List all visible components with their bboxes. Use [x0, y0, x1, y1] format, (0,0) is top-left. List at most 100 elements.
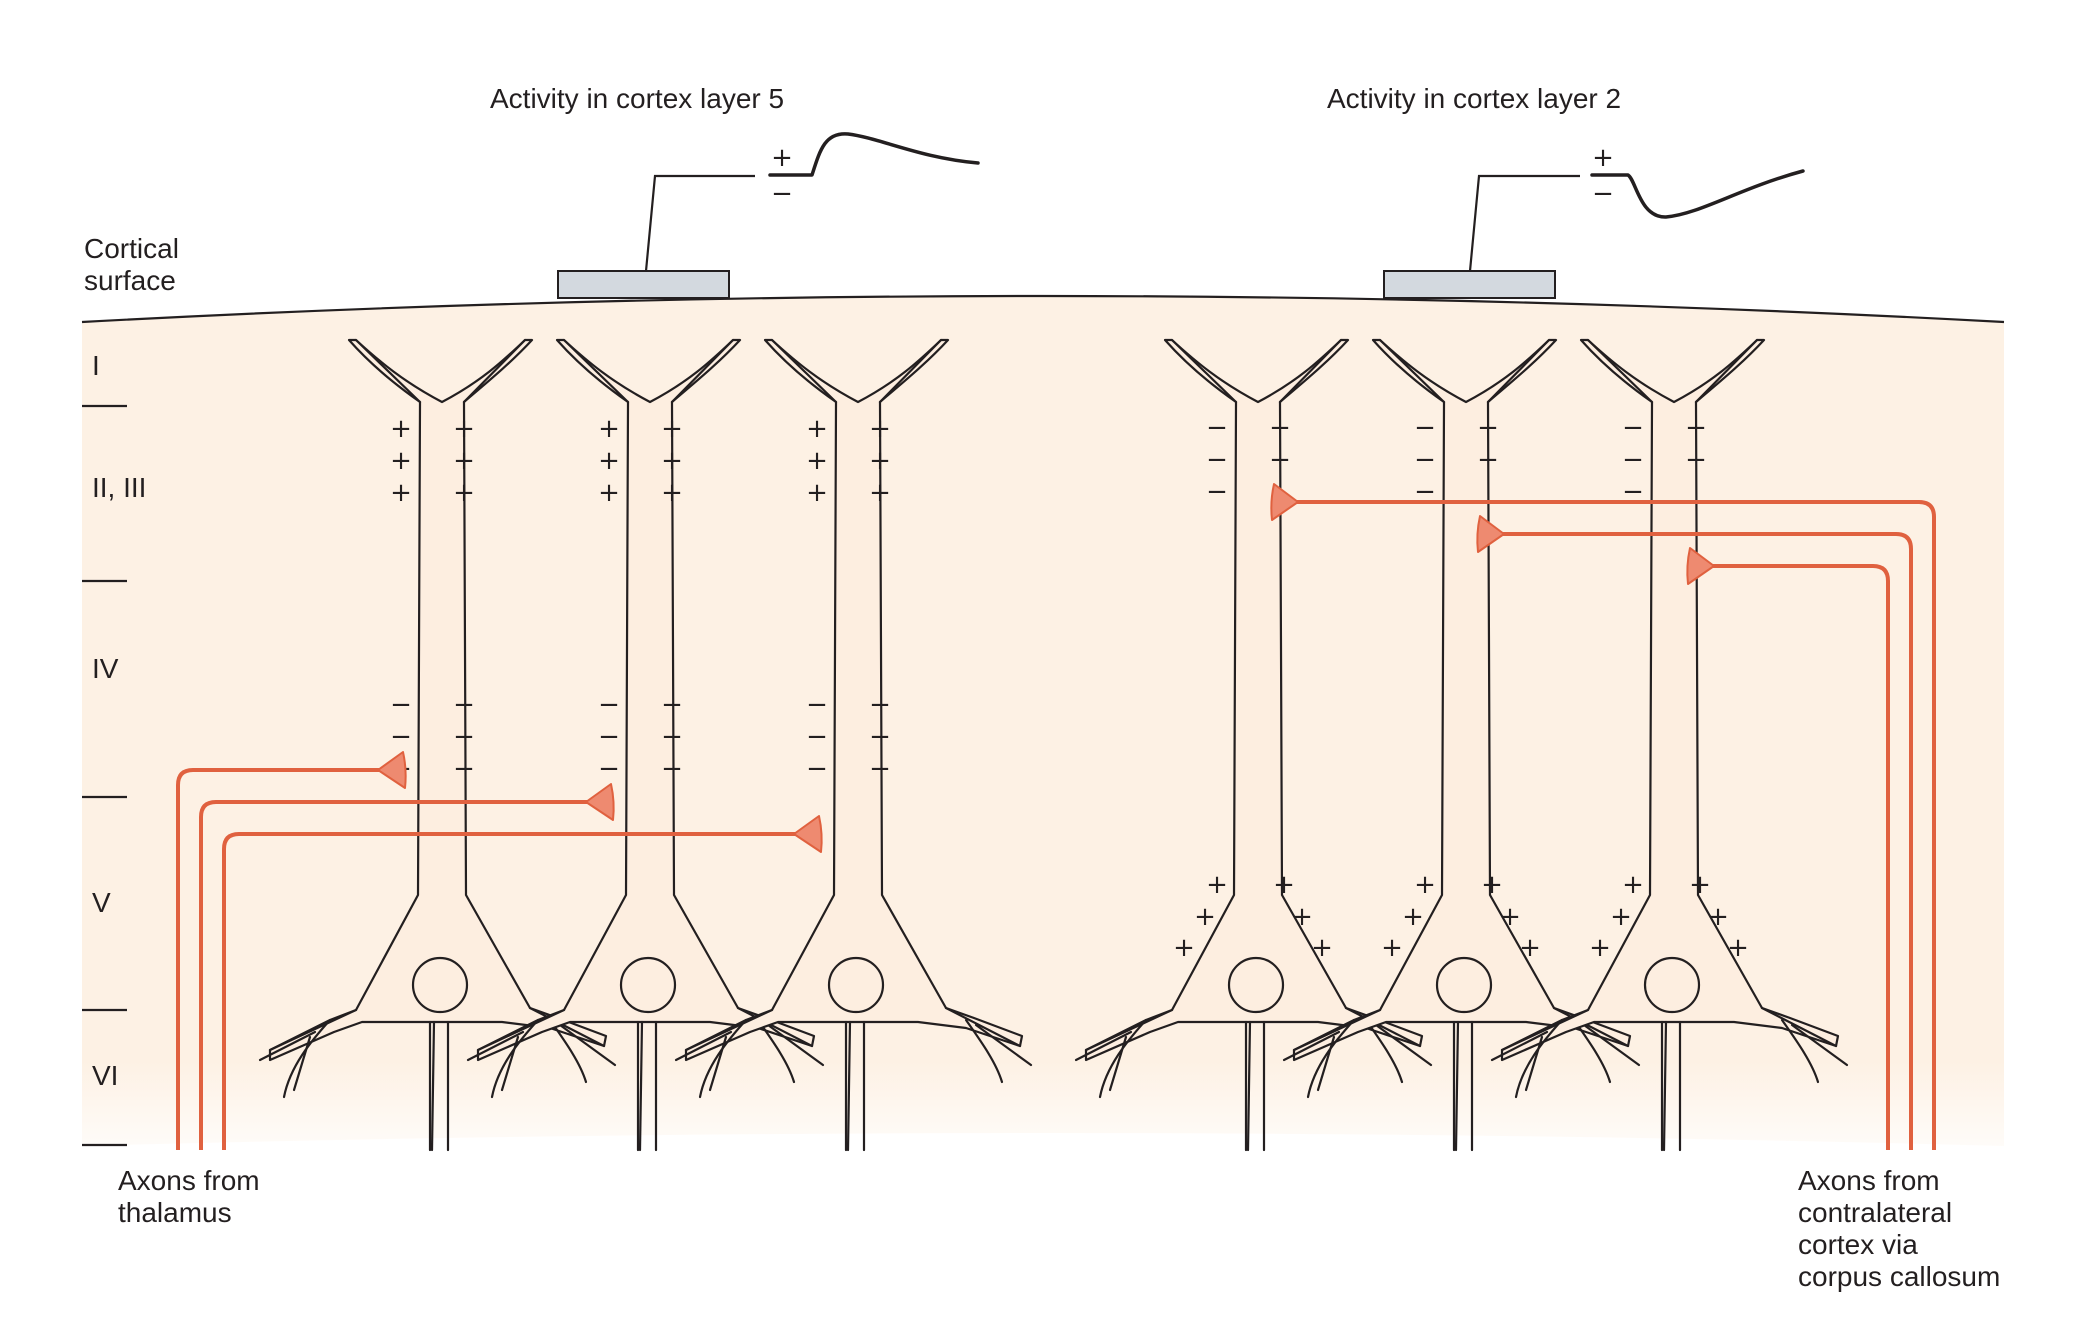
charge-sign: −: [1414, 413, 1436, 443]
charge-sign: −: [1685, 413, 1707, 443]
charge-signs-left-upper: ++++++++++++++++++: [390, 414, 891, 508]
layer-label-6: VI: [92, 1060, 118, 1091]
charge-sign: −: [390, 722, 412, 752]
charge-sign: +: [1173, 933, 1195, 963]
charge-sign: +: [1707, 902, 1729, 932]
neuron-right-2: [1282, 338, 1641, 1152]
charge-sign: −: [869, 754, 891, 784]
callosal-axons: [1270, 483, 1936, 1150]
charge-sign: −: [1477, 445, 1499, 475]
charge-sign: −: [661, 722, 683, 752]
svg-text:+: +: [771, 143, 793, 173]
neuron-right-3: [1490, 338, 1849, 1152]
charge-sign: +: [661, 446, 683, 476]
charge-sign: −: [453, 754, 475, 784]
charge-sign: +: [1381, 933, 1403, 963]
charge-signs-right-somatic: ++++++++++++++++++: [1173, 870, 1749, 963]
charge-sign: +: [1689, 870, 1711, 900]
neuron-left-3: [674, 338, 1033, 1152]
charge-sign: +: [1291, 902, 1313, 932]
charge-sign: −: [1622, 477, 1644, 507]
thalamus-axon-label-2: thalamus: [118, 1197, 232, 1228]
recording-trace-layer2: + −: [1590, 143, 1805, 219]
charge-sign: +: [806, 478, 828, 508]
charge-sign: −: [1685, 445, 1707, 475]
charge-sign: +: [1194, 902, 1216, 932]
layer-label-4: IV: [92, 653, 119, 684]
charge-sign: +: [1519, 933, 1541, 963]
charge-sign: −: [598, 722, 620, 752]
charge-sign: +: [1622, 870, 1644, 900]
thalamus-axon-label: Axons from: [118, 1165, 260, 1196]
charge-sign: +: [1499, 902, 1521, 932]
cortex-tissue: [82, 296, 2004, 1146]
charge-sign: +: [453, 414, 475, 444]
charge-sign: −: [1414, 445, 1436, 475]
charge-sign: −: [453, 690, 475, 720]
charge-sign: −: [806, 754, 828, 784]
electrode-right: [1383, 174, 1580, 299]
charge-sign: +: [869, 478, 891, 508]
recording-trace-layer5: + −: [768, 132, 980, 209]
charge-sign: +: [661, 478, 683, 508]
neuron-left-2: [466, 338, 825, 1152]
callosal-axon-label-3: cortex via: [1798, 1229, 1918, 1260]
charge-sign: +: [869, 414, 891, 444]
charge-sign: +: [390, 446, 412, 476]
cortical-surface-label: Cortical: [84, 233, 179, 264]
layer-label-1: I: [92, 350, 100, 381]
charge-sign: −: [661, 690, 683, 720]
charge-sign: +: [598, 446, 620, 476]
charge-sign: +: [1481, 870, 1503, 900]
charge-sign: −: [390, 690, 412, 720]
charge-sign: −: [1206, 477, 1228, 507]
charge-sign: −: [1414, 477, 1436, 507]
charge-sign: −: [1206, 413, 1228, 443]
charge-sign: −: [1477, 413, 1499, 443]
charge-sign: +: [390, 414, 412, 444]
charge-sign: −: [661, 754, 683, 784]
thalamic-axons: [176, 751, 823, 1150]
charge-sign: +: [806, 446, 828, 476]
charge-sign: −: [598, 690, 620, 720]
charge-signs-right-upper: −−−−−−−−−−−−−−−: [1206, 413, 1707, 507]
neuron-left-1: [258, 338, 617, 1152]
charge-sign: −: [806, 722, 828, 752]
charge-sign: −: [1622, 445, 1644, 475]
charge-sign: +: [1206, 870, 1228, 900]
layer-label-5: V: [92, 887, 111, 918]
charge-sign: +: [1273, 870, 1295, 900]
charge-sign: +: [598, 478, 620, 508]
charge-sign: +: [1402, 902, 1424, 932]
charge-sign: +: [1727, 933, 1749, 963]
charge-sign: −: [1622, 413, 1644, 443]
charge-sign: −: [1269, 445, 1291, 475]
charge-sign: −: [806, 690, 828, 720]
charge-sign: +: [806, 414, 828, 444]
svg-text:−: −: [771, 179, 793, 209]
recording-title-layer5: Activity in cortex layer 5: [490, 83, 784, 114]
svg-text:−: −: [1592, 179, 1614, 209]
charge-sign: −: [453, 722, 475, 752]
callosal-axon-label-2: contralateral: [1798, 1197, 1952, 1228]
callosal-axon-label: Axons from: [1798, 1165, 1940, 1196]
layer-label-2-3: II, III: [92, 472, 146, 503]
charge-sign: −: [869, 722, 891, 752]
cortical-surface-label-2: surface: [84, 265, 176, 296]
charge-sign: +: [1311, 933, 1333, 963]
electrode-left: [557, 174, 755, 299]
recording-title-layer2: Activity in cortex layer 2: [1327, 83, 1621, 114]
charge-sign: +: [869, 446, 891, 476]
charge-sign: −: [869, 690, 891, 720]
cortical-surface-line: [81, 294, 2005, 324]
charge-sign: +: [453, 478, 475, 508]
charge-sign: −: [1269, 413, 1291, 443]
charge-sign: +: [1414, 870, 1436, 900]
charge-sign: −: [598, 754, 620, 784]
charge-sign: +: [598, 414, 620, 444]
charge-sign: +: [1589, 933, 1611, 963]
layer-ticks: [82, 404, 127, 1147]
svg-text:+: +: [1592, 143, 1614, 173]
charge-sign: +: [453, 446, 475, 476]
